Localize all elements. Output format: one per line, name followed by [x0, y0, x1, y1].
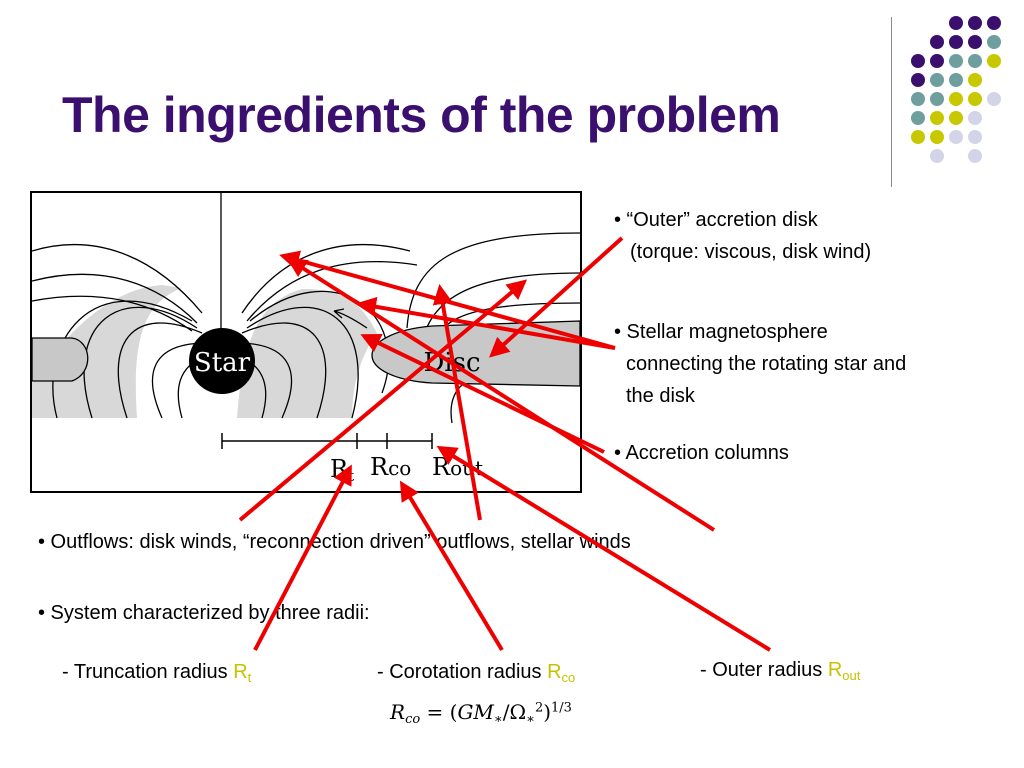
corotation-radius-item: - Corotation radius Rco: [377, 661, 576, 685]
star: [189, 328, 255, 394]
corotation-formula: Rco = (GM∗/Ω∗2)1/3: [390, 700, 572, 727]
bullet-outer-disk: • “Outer” accretion disk: [614, 209, 818, 231]
decorative-dot: [987, 92, 1001, 106]
magnetosphere-diagram: Star Disc Rt Rco Rout: [30, 191, 582, 493]
decorative-dot: [968, 35, 982, 49]
arrow-rco: [399, 480, 504, 652]
decorative-dot: [968, 130, 982, 144]
magnetosphere-region-left: [32, 285, 182, 418]
decorative-dot: [987, 54, 1001, 68]
disc-left: [32, 337, 89, 382]
decorative-dot: [930, 111, 944, 125]
decorative-dot: [968, 16, 982, 30]
decorative-dot: [987, 35, 1001, 49]
decorative-dot: [911, 111, 925, 125]
disc-label: Disc: [423, 348, 480, 378]
decorative-dot: [949, 54, 963, 68]
decorative-dot: [987, 16, 1001, 30]
decorative-dot: [930, 35, 944, 49]
decorative-dot: [930, 130, 944, 144]
truncation-radius-symbol: Rt: [233, 661, 252, 685]
slide-title: The ingredients of the problem: [62, 87, 781, 143]
radius-scale: [221, 433, 433, 449]
outer-radius-symbol: Rout: [827, 659, 861, 683]
bullet-outflows: • Outflows: disk winds, “reconnection dr…: [38, 531, 631, 553]
decorative-dot: [949, 35, 963, 49]
decorative-dot: [911, 73, 925, 87]
decorative-dot: [949, 92, 963, 106]
decorative-dot: [911, 92, 925, 106]
bullet-three-radii: • System characterized by three radii:: [38, 602, 370, 624]
decorative-dot: [911, 54, 925, 68]
title-divider-line: [891, 17, 892, 187]
decorative-dot: [949, 111, 963, 125]
star-label: Star: [194, 348, 251, 378]
decorative-dot: [968, 73, 982, 87]
rt-label: Rt: [330, 455, 354, 485]
decorative-dot: [930, 92, 944, 106]
decorative-dot: [968, 149, 982, 163]
decorative-dot-grid: [911, 16, 1001, 163]
outer-radius-item: - Outer radius Rout: [700, 659, 861, 683]
corotation-radius-symbol: Rco: [547, 661, 576, 685]
bullet-accretion-columns: • Accretion columns: [614, 442, 789, 464]
decorative-dot: [930, 73, 944, 87]
bullet-magnetosphere-line2: connecting the rotating star and: [626, 353, 907, 375]
decorative-dot: [930, 149, 944, 163]
bullet-magnetosphere: • Stellar magnetosphere: [614, 321, 828, 343]
decorative-dot: [911, 130, 925, 144]
decorative-dot: [968, 111, 982, 125]
decorative-dot: [949, 16, 963, 30]
decorative-dot: [968, 92, 982, 106]
decorative-dot: [949, 73, 963, 87]
bullet-outer-disk-detail: (torque: viscous, disk wind): [630, 241, 872, 263]
rout-label: Rout: [432, 453, 483, 481]
decorative-dot: [968, 54, 982, 68]
truncation-radius-item: - Truncation radius Rt: [62, 661, 252, 685]
rco-label: Rco: [370, 453, 411, 481]
decorative-dot: [930, 54, 944, 68]
decorative-dot: [949, 130, 963, 144]
bullet-magnetosphere-line3: the disk: [626, 385, 695, 407]
